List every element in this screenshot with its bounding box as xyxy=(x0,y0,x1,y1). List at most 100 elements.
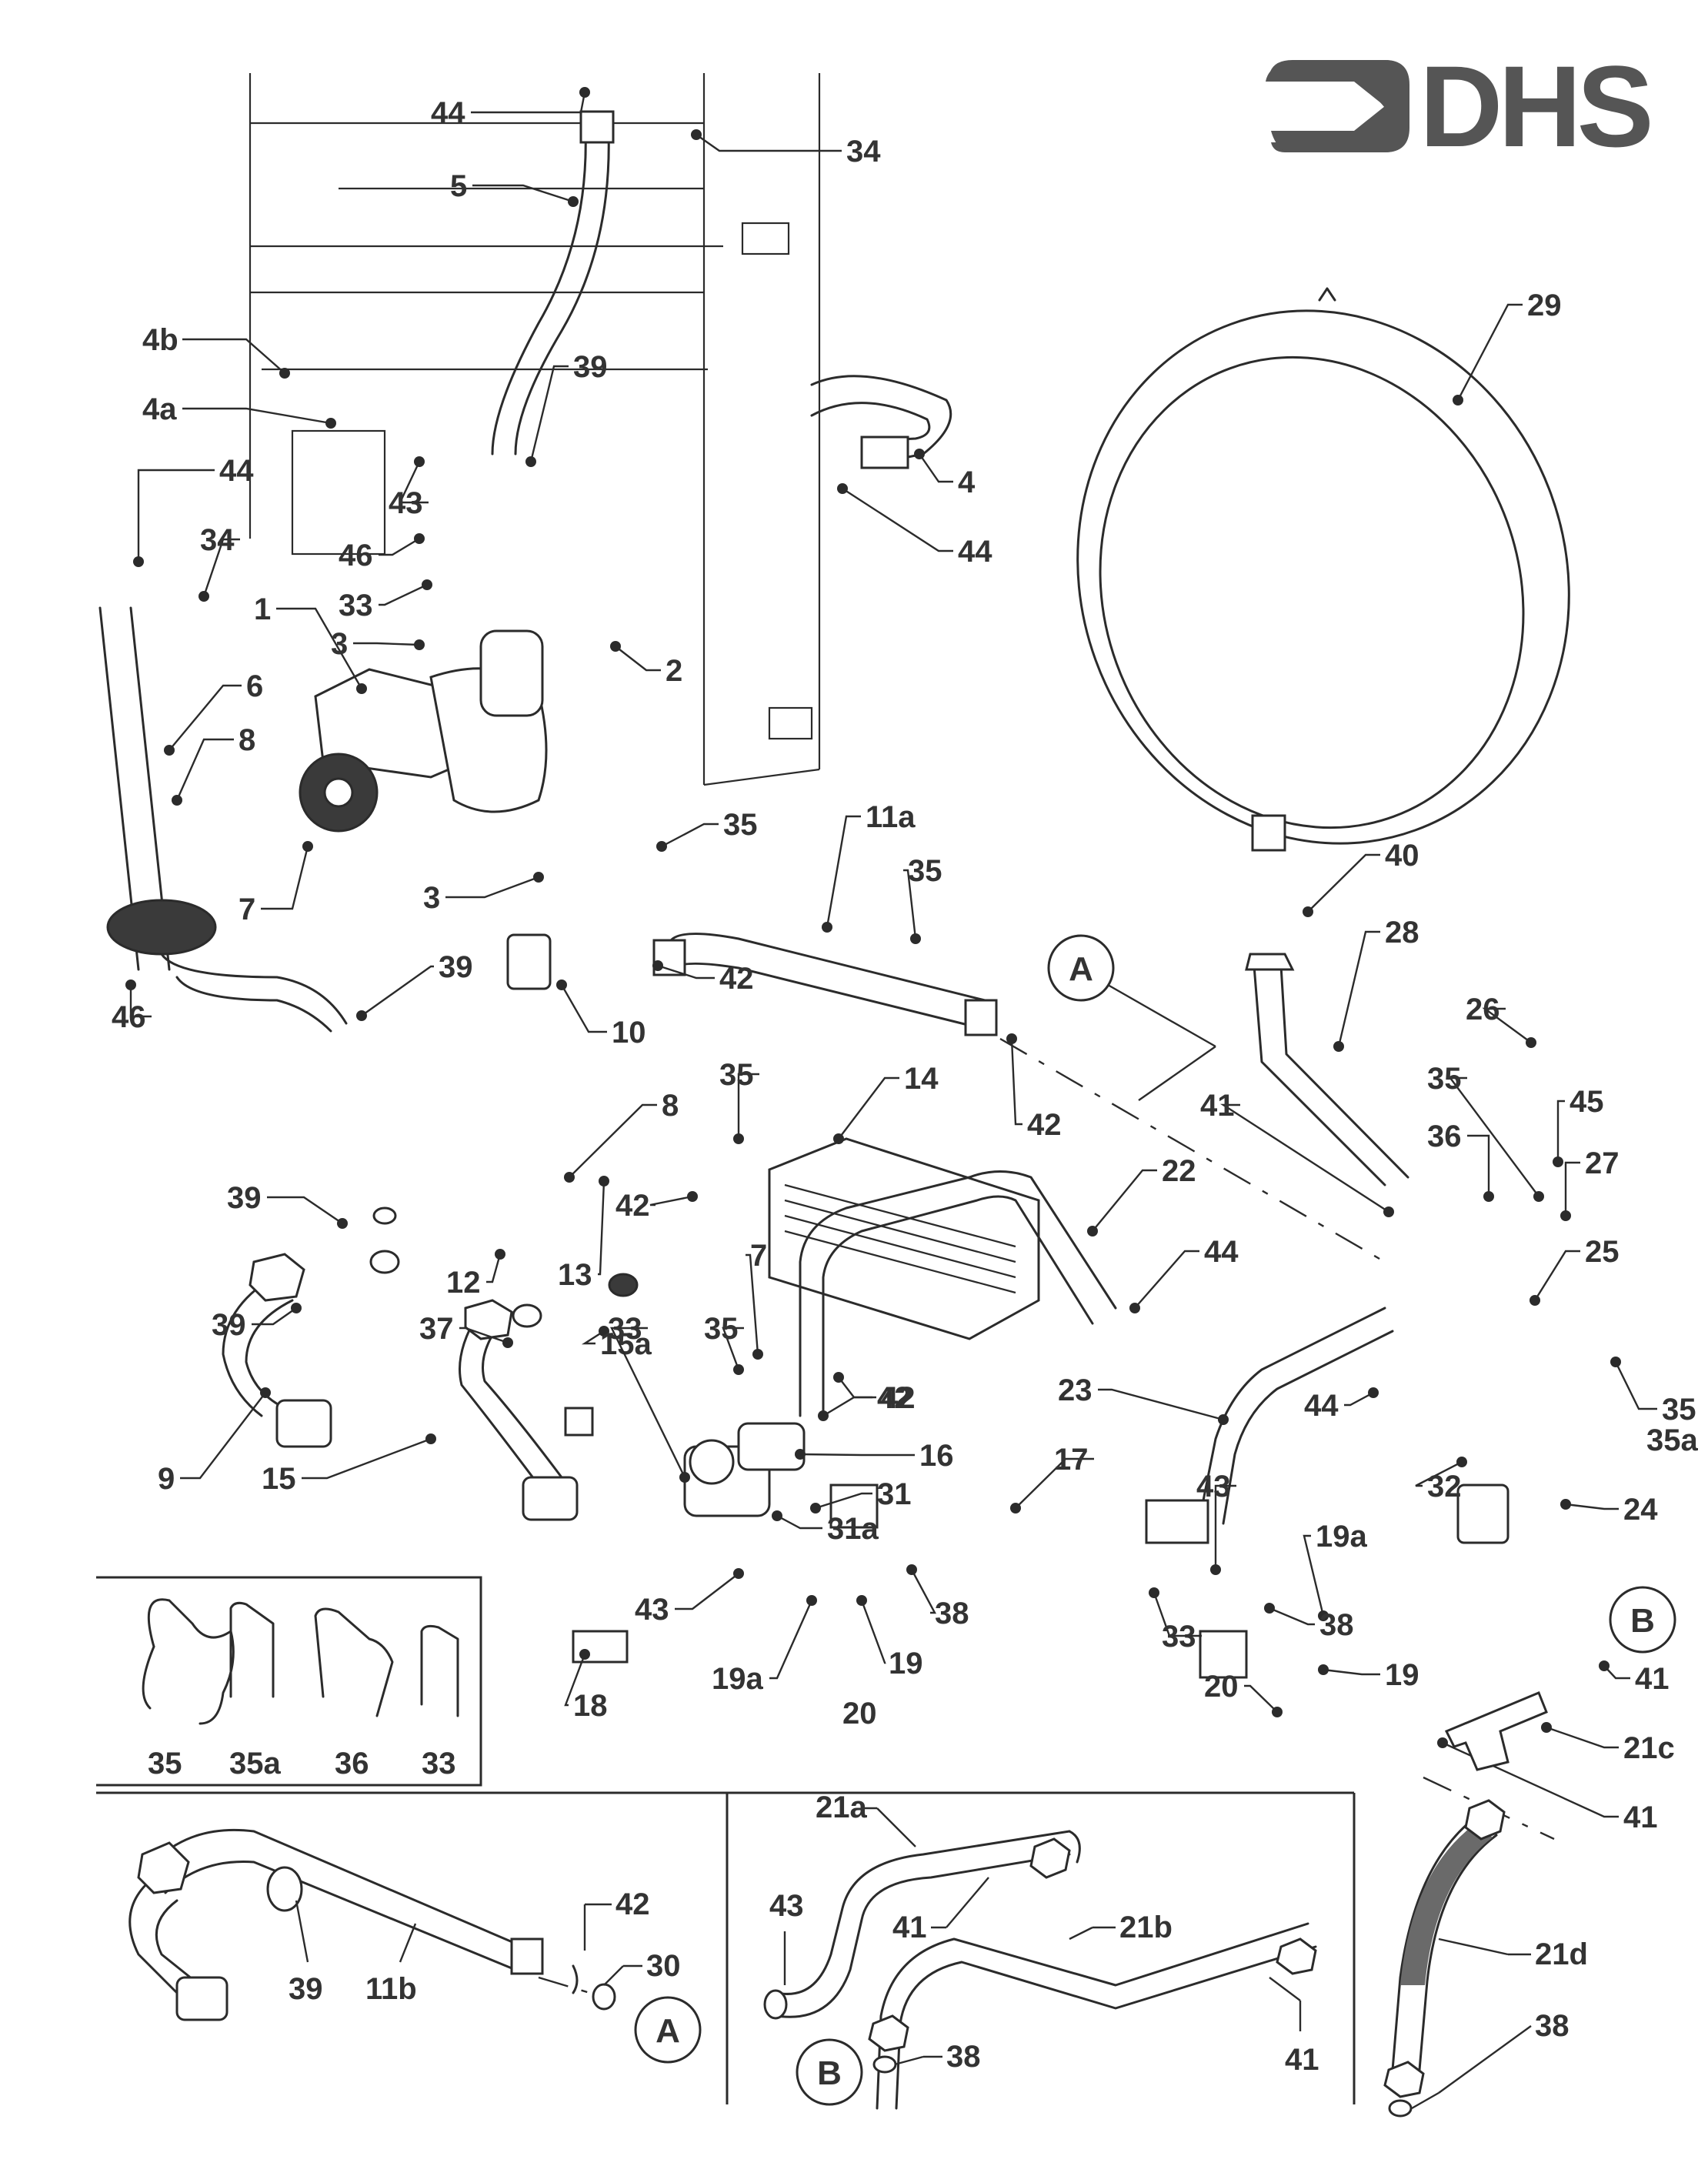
part-label: 41 xyxy=(1200,1089,1235,1123)
callout-7: 7 xyxy=(746,1239,767,1360)
callout-24: 24 xyxy=(1560,1493,1658,1527)
pipe-28 xyxy=(1245,953,1409,1186)
part-label: 1 xyxy=(254,592,271,626)
callout-12: 12 xyxy=(446,1249,505,1300)
callout-27: 27 xyxy=(1560,1146,1620,1221)
part-label: 35a xyxy=(1646,1423,1698,1457)
leader-line xyxy=(769,1600,813,1680)
leader-dot xyxy=(856,1595,867,1606)
leader-line xyxy=(1269,1607,1315,1626)
callout-41: 41 xyxy=(1437,1737,1658,1834)
leader-dot xyxy=(733,1133,744,1144)
callout-13: 13 xyxy=(558,1176,609,1292)
callout-19: 19 xyxy=(1318,1658,1419,1692)
part-label: 44 xyxy=(1204,1235,1239,1269)
callout-19a: 19a xyxy=(712,1595,817,1696)
part-label: 43 xyxy=(1196,1470,1231,1504)
callout-40: 40 xyxy=(1303,839,1419,917)
svg-text:B: B xyxy=(817,2054,842,2092)
leader-line xyxy=(615,646,661,672)
clip-label-35: 35 xyxy=(148,1747,182,1781)
callout-35: 35 xyxy=(704,1312,744,1375)
callout-43: 43 xyxy=(635,1568,744,1627)
leader-dot xyxy=(568,196,579,207)
callout-3: 3 xyxy=(423,872,544,915)
part-label: 19a xyxy=(1316,1520,1367,1554)
callout-46: 46 xyxy=(339,533,425,572)
clip-label-36: 36 xyxy=(335,1747,369,1781)
part-label: 20 xyxy=(842,1697,877,1730)
leader-line xyxy=(1482,1007,1532,1043)
leader-line xyxy=(529,365,569,462)
part-label: 22 xyxy=(1162,1154,1196,1188)
part-label: 35 xyxy=(1427,1062,1462,1096)
leader-dot xyxy=(1272,1707,1283,1717)
callout-26: 26 xyxy=(1466,993,1536,1048)
part-label: 35 xyxy=(704,1312,739,1346)
part-label: 34 xyxy=(200,523,235,557)
leader-dot xyxy=(525,456,536,467)
leader-line xyxy=(1603,1665,1630,1680)
part-label: 39 xyxy=(573,350,608,384)
leader-dot xyxy=(1453,395,1463,405)
leader-line xyxy=(838,1076,899,1140)
leader-line xyxy=(129,985,152,1018)
leader-dot xyxy=(1303,906,1313,917)
leader-dot xyxy=(833,1133,844,1144)
leader-line xyxy=(1614,1361,1657,1410)
part-label: 4a xyxy=(142,392,177,426)
callout-1: 1 xyxy=(254,592,367,694)
clip-35a-icon xyxy=(229,1601,275,1698)
pipe-22 xyxy=(799,1170,1117,1417)
callout-45: 45 xyxy=(1553,1085,1604,1167)
part-label: 46 xyxy=(339,539,373,572)
part-label: 21c xyxy=(1623,1731,1675,1765)
leader-line xyxy=(661,823,719,848)
part-label: 35 xyxy=(908,854,942,888)
leader-dot xyxy=(533,872,544,883)
leader-line xyxy=(1323,1668,1380,1676)
leader-line xyxy=(860,1600,886,1664)
leader-dot xyxy=(1526,1037,1536,1048)
callout-21c: 21c xyxy=(1541,1722,1675,1765)
leader-dot xyxy=(1318,1610,1329,1621)
callout-43: 43 xyxy=(1196,1470,1236,1575)
leader-line xyxy=(1134,1250,1199,1309)
label-42: 42 xyxy=(615,1887,650,1921)
pipe-9 xyxy=(222,1253,332,1448)
heat-exchanger xyxy=(768,1137,1040,1340)
leader-line xyxy=(649,1195,693,1206)
callout-7: 7 xyxy=(239,841,313,926)
part-label: 13 xyxy=(558,1258,592,1292)
part-label: 18 xyxy=(573,1689,608,1723)
part-label: 28 xyxy=(1385,916,1419,949)
leader-line xyxy=(1556,1100,1565,1162)
part-label: 34 xyxy=(846,135,881,169)
callout-39: 39 xyxy=(212,1303,302,1342)
part-label: 33 xyxy=(339,589,373,622)
callout-16: 16 xyxy=(795,1439,954,1473)
leader-dot xyxy=(495,1249,505,1260)
callout-35: 35 xyxy=(903,854,942,944)
leader-dot xyxy=(172,795,182,806)
callout-39: 39 xyxy=(227,1181,348,1229)
leader-dot xyxy=(1264,1603,1275,1614)
part-label: 41 xyxy=(1623,1801,1658,1834)
leader-line xyxy=(1467,1134,1490,1196)
label-38: 38 xyxy=(946,2040,981,2074)
pipe-11a xyxy=(652,933,998,1036)
leader-dot xyxy=(325,418,336,429)
callout-43: 43 xyxy=(389,456,429,520)
leader-dot xyxy=(164,745,175,756)
clip-label-35a: 35a xyxy=(229,1747,281,1781)
part-label: 25 xyxy=(1585,1235,1620,1269)
leader-dot xyxy=(1553,1156,1563,1167)
leader-dot xyxy=(291,1303,302,1313)
callout-42: 42 xyxy=(1006,1033,1062,1142)
part-label: 42 xyxy=(1027,1108,1062,1142)
leader-line xyxy=(919,453,953,483)
leader-line xyxy=(175,738,234,801)
callout-23: 23 xyxy=(1058,1373,1229,1425)
leader-dot xyxy=(1149,1587,1159,1598)
label-11b: 11b xyxy=(365,1972,417,2006)
